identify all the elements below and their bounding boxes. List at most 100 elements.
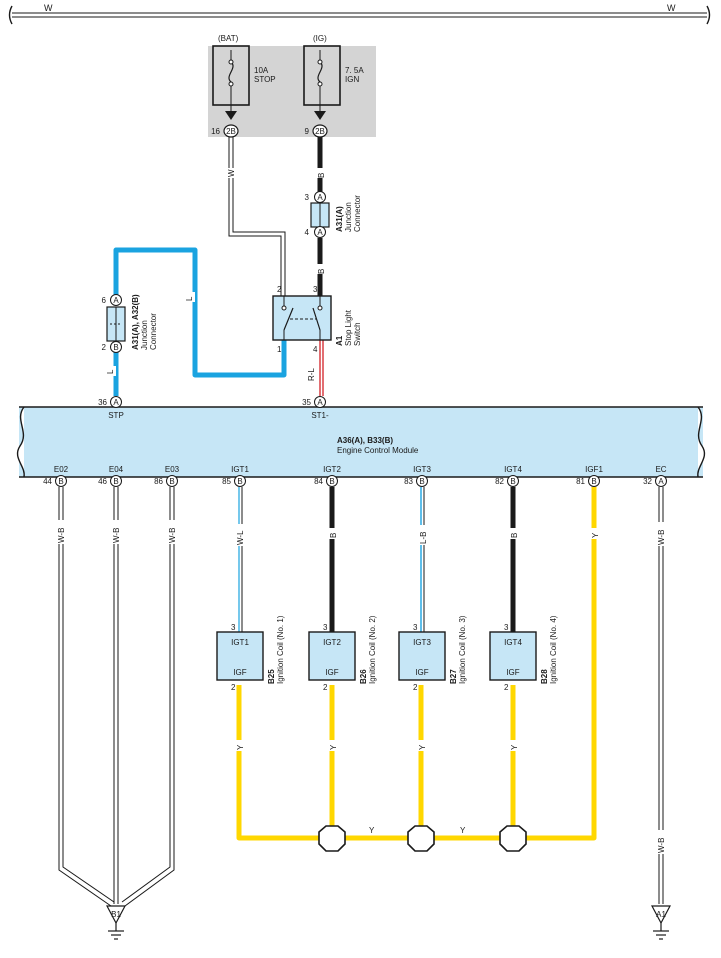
splice-igt3: [407, 825, 435, 852]
svg-text:35: 35: [302, 398, 311, 407]
svg-text:46: 46: [98, 477, 107, 486]
ground-a1: A1: [651, 905, 671, 940]
svg-text:Connector: Connector: [149, 313, 158, 350]
svg-text:B: B: [510, 477, 515, 486]
svg-text:Y: Y: [510, 744, 519, 750]
svg-text:W: W: [227, 169, 236, 177]
fuse-stop-rating: 10A: [254, 66, 269, 75]
wire-l-stp: L L: [104, 247, 287, 396]
ground-a1-label: A1: [656, 910, 666, 919]
svg-text:Stop Light: Stop Light: [344, 309, 353, 346]
svg-text:44: 44: [43, 477, 52, 486]
svg-text:IGF: IGF: [233, 668, 246, 677]
svg-text:3: 3: [231, 623, 236, 632]
svg-text:A31(A), A32(B): A31(A), A32(B): [131, 294, 140, 350]
svg-text:IGT3: IGT3: [413, 465, 431, 474]
fuse-stop: 10A STOP: [212, 45, 276, 120]
svg-text:2B: 2B: [226, 127, 236, 136]
svg-text:32: 32: [643, 477, 652, 486]
svg-text:B: B: [169, 477, 174, 486]
svg-text:Junction: Junction: [140, 320, 149, 350]
ecm-bottom-pins: E02B44E04B46E03B86IGT1B85IGT2B84IGT3B83I…: [43, 465, 667, 487]
svg-text:2: 2: [413, 683, 418, 692]
svg-text:B: B: [237, 477, 242, 486]
svg-text:6: 6: [102, 296, 107, 305]
svg-text:A1: A1: [335, 335, 344, 346]
svg-text:L: L: [185, 296, 194, 301]
svg-text:E02: E02: [54, 465, 69, 474]
splice-igt2: [318, 825, 346, 852]
svg-text:IGF: IGF: [325, 668, 338, 677]
svg-text:IGT2: IGT2: [323, 638, 341, 647]
svg-text:2B: 2B: [315, 127, 325, 136]
svg-text:B: B: [113, 477, 118, 486]
svg-text:B: B: [510, 533, 519, 538]
svg-text:IGT1: IGT1: [231, 465, 249, 474]
fuse-ign-name: IGN: [345, 75, 359, 84]
svg-text:ST1-: ST1-: [311, 411, 329, 420]
connector-2b-stop: [223, 124, 239, 138]
svg-text:Ignition Coil (No. 2): Ignition Coil (No. 2): [368, 615, 377, 684]
svg-text:81: 81: [576, 477, 585, 486]
svg-text:B27: B27: [449, 669, 458, 684]
fuse-ign-pin: 9: [305, 127, 310, 136]
svg-text:L-B: L-B: [419, 532, 428, 544]
junction-connector-a31a: A A 3 4 A31(A) Junction Connector: [305, 191, 362, 238]
svg-text:2: 2: [231, 683, 236, 692]
svg-text:84: 84: [314, 477, 323, 486]
svg-text:Y: Y: [460, 826, 466, 835]
svg-text:IGT4: IGT4: [504, 638, 522, 647]
ecm-code: A36(A), B33(B): [337, 436, 393, 445]
svg-text:36: 36: [98, 398, 107, 407]
svg-text:3: 3: [504, 623, 509, 632]
svg-text:Switch: Switch: [353, 322, 362, 346]
fuse-ign-rating: 7. 5A: [345, 66, 364, 75]
svg-text:B: B: [113, 343, 118, 352]
fuse-stop-pin: 16: [211, 127, 220, 136]
svg-text:2: 2: [504, 683, 509, 692]
svg-text:IGF1: IGF1: [585, 465, 603, 474]
svg-text:B: B: [329, 477, 334, 486]
svg-text:2: 2: [323, 683, 328, 692]
fuse-box: (BAT) (IG) 10A STOP 7. 5A IGN: [208, 34, 376, 138]
bus-label-right: W: [667, 3, 676, 13]
svg-text:Connector: Connector: [353, 195, 362, 232]
svg-text:B: B: [317, 269, 326, 274]
wire-w-stop: W: [224, 137, 286, 296]
svg-text:B25: B25: [267, 669, 276, 684]
svg-text:W-B: W-B: [168, 528, 177, 543]
svg-text:IGF: IGF: [415, 668, 428, 677]
wire-b-ign: B B: [314, 137, 328, 296]
ground-b1: B1: [106, 905, 126, 940]
svg-text:82: 82: [495, 477, 504, 486]
engine-control-module: A36(A), B33(B) Engine Control Module A36…: [16, 396, 706, 487]
svg-text:85: 85: [222, 477, 231, 486]
svg-text:IGT2: IGT2: [323, 465, 341, 474]
svg-text:3: 3: [323, 623, 328, 632]
svg-text:B: B: [317, 173, 326, 178]
fuse-stop-name: STOP: [254, 75, 276, 84]
svg-text:A: A: [658, 477, 664, 486]
svg-text:Ignition Coil (No. 4): Ignition Coil (No. 4): [549, 615, 558, 684]
svg-text:3: 3: [313, 285, 318, 294]
svg-text:2: 2: [102, 343, 107, 352]
wire-igt4: B: [507, 487, 521, 632]
svg-text:3: 3: [305, 193, 310, 202]
top-bus: W W: [8, 3, 711, 25]
svg-text:W-L: W-L: [236, 530, 245, 545]
svg-text:Y: Y: [369, 826, 375, 835]
svg-text:IGT1: IGT1: [231, 638, 249, 647]
svg-text:B: B: [591, 477, 596, 486]
